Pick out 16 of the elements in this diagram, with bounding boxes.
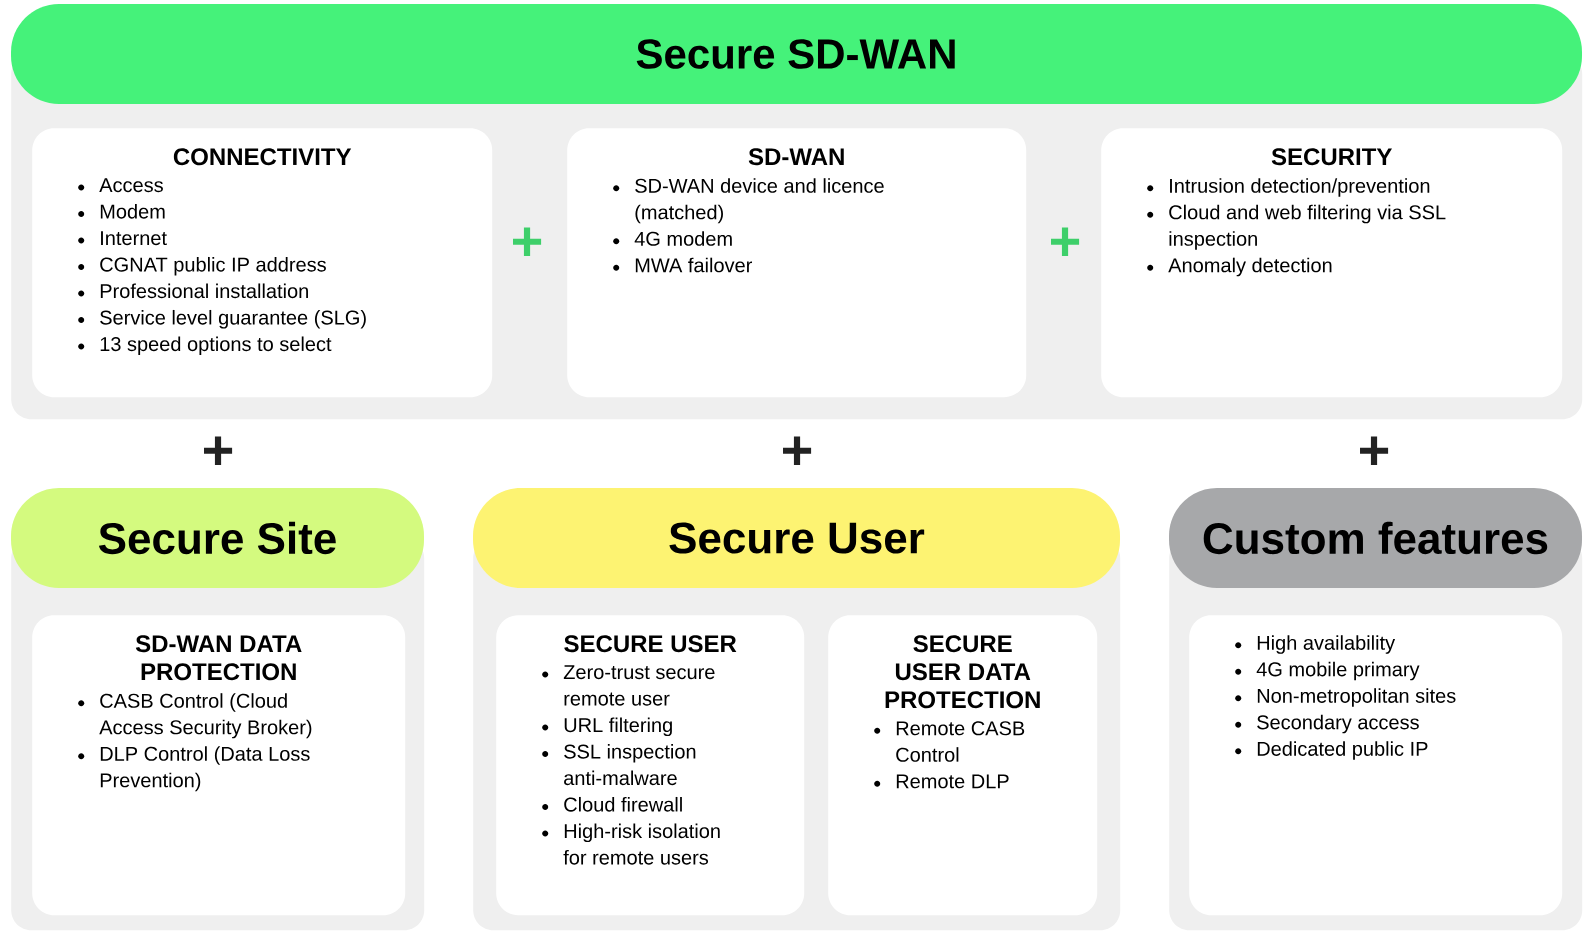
content-card: SECURITY Intrusion detection/prevention Cloud and web filtering via SSL inspection Anomaly detection xyxy=(1101,128,1563,398)
content-card: SD-WAN DATA PROTECTION CASB Control (Cloud Access Security Broker) DLP Control (Data Loss Prevention) xyxy=(32,615,406,916)
content-card: SECURE USER Zero-trust secure remote user URL filtering SSL inspection anti-malware Cloud firewall High-risk isolation for remote users xyxy=(496,615,805,916)
header-band: Secure SD-WAN xyxy=(11,4,1582,104)
content-card: SD-WAN SD-WAN device and licence (matched) 4G modem MWA failover xyxy=(567,128,1027,398)
content-card: SECURE USER DATA PROTECTION Remote CASB Control Remote DLP xyxy=(828,615,1098,916)
plus-sign: + xyxy=(783,436,812,465)
plus-sign: + xyxy=(1360,436,1389,465)
content-card: High availability 4G mobile primary Non-metropolitan sites Secondary access Dedicated public IP xyxy=(1189,615,1563,916)
plus-sign: + xyxy=(1051,227,1080,256)
plus-sign: + xyxy=(204,436,233,465)
plus-sign: + xyxy=(513,227,542,256)
header-band: Custom features xyxy=(1169,488,1582,588)
header-band: Secure User xyxy=(473,488,1120,588)
header-band: Secure Site xyxy=(11,488,424,588)
content-card: CONNECTIVITY Access Modem Internet CGNAT public IP address Professional installation Service level guarantee (SLG) 13 speed options to select xyxy=(32,128,493,398)
